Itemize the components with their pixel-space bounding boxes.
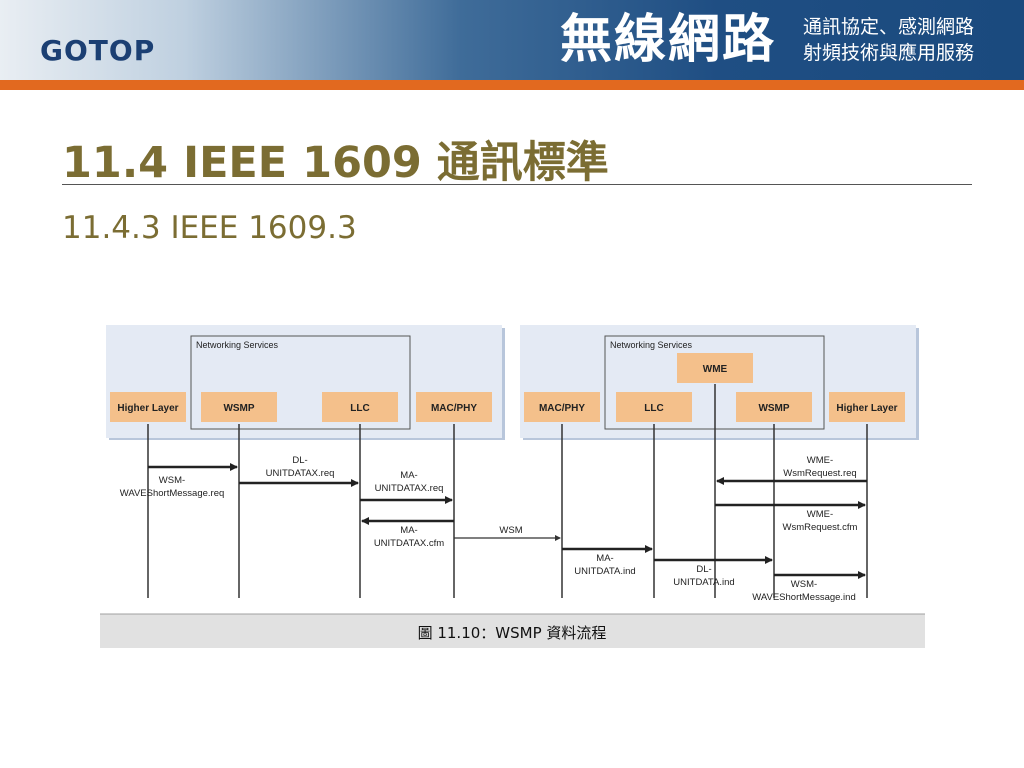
right-networking-services-label: Networking Services <box>610 340 693 350</box>
header-bar <box>0 0 1024 80</box>
figure-caption: 圖 11.10：WSMP 資料流程 <box>418 624 607 642</box>
left-networking-services-label: Networking Services <box>196 340 279 350</box>
right-wsmp-block <box>736 392 812 422</box>
left-higher-layer-label: Higher Layer <box>117 403 178 414</box>
msg-ma-ind-line2: UNITDATA.ind <box>574 566 635 577</box>
publisher-logo: GOTOP <box>40 34 156 67</box>
msg-dl-ind-line2: UNITDATA.ind <box>673 577 734 588</box>
left-llc-label: LLC <box>350 403 369 414</box>
wsmp-flow-diagram: Networking Services Networking Services … <box>100 325 925 648</box>
msg-ma-cfm-line1: MA- <box>400 525 417 536</box>
slide-title: 11.4 IEEE 1609 通訊標準 <box>62 138 609 188</box>
msg-ma-ind-line1: MA- <box>596 553 613 564</box>
lifelines <box>147 384 868 598</box>
left-higher-layer-block <box>110 392 186 422</box>
msg-dl-req-line1: DL- <box>292 455 307 466</box>
left-wsmp-label: WSMP <box>223 403 254 414</box>
right-higher-layer-block <box>829 392 905 422</box>
header-accent-stripe <box>0 80 1024 90</box>
msg-dl-req-line2: UNITDATAX.req <box>266 468 335 479</box>
book-subtitle-line-2: 射頻技術與應用服務 <box>803 42 975 64</box>
right-higher-layer-label: Higher Layer <box>836 403 897 414</box>
right-llc-label: LLC <box>644 403 663 414</box>
msg-ma-cfm-line2: UNITDATAX.cfm <box>374 538 444 549</box>
right-mac-phy-label: MAC/PHY <box>539 403 585 414</box>
left-mac-phy-block <box>416 392 492 422</box>
msg-wme-req-line2: WsmRequest.req <box>783 468 856 479</box>
msg-dl-ind-line1: DL- <box>696 564 711 575</box>
msg-ma-req-line1: MA- <box>400 470 417 481</box>
left-networking-services-box <box>190 335 411 430</box>
msg-wsm-req-line1: WSM- <box>159 475 185 486</box>
title-divider <box>62 184 972 185</box>
book-subtitle: 通訊協定、感測網路 射頻技術與應用服務 <box>803 14 974 66</box>
msg-ma-req-line2: UNITDATAX.req <box>375 483 444 494</box>
right-llc-block <box>616 392 692 422</box>
book-title: 無線網路 <box>560 9 777 70</box>
left-mac-phy-label: MAC/PHY <box>431 403 477 414</box>
msg-wme-cfm-line2: WsmRequest.cfm <box>783 522 858 533</box>
msg-wsm-ind-line1: WSM- <box>791 579 817 590</box>
msg-wme-cfm-line1: WME- <box>807 509 833 520</box>
msg-wsm-ind-line2: WAVEShortMessage.ind <box>752 592 856 603</box>
right-wme-block <box>677 353 753 383</box>
left-llc-block <box>322 392 398 422</box>
book-subtitle-line-1: 通訊協定、感測網路 <box>803 16 975 38</box>
caption-bar <box>100 614 925 648</box>
msg-wsm-req-line2: WAVEShortMessage.req <box>120 488 225 499</box>
right-wsmp-label: WSMP <box>758 403 789 414</box>
msg-wme-req-line1: WME- <box>807 455 833 466</box>
msg-wsm: WSM <box>499 525 522 536</box>
right-wme-label: WME <box>703 364 728 375</box>
right-mac-phy-block <box>524 392 600 422</box>
left-wsmp-block <box>201 392 277 422</box>
slide-subtitle: 11.4.3 IEEE 1609.3 <box>62 210 357 246</box>
